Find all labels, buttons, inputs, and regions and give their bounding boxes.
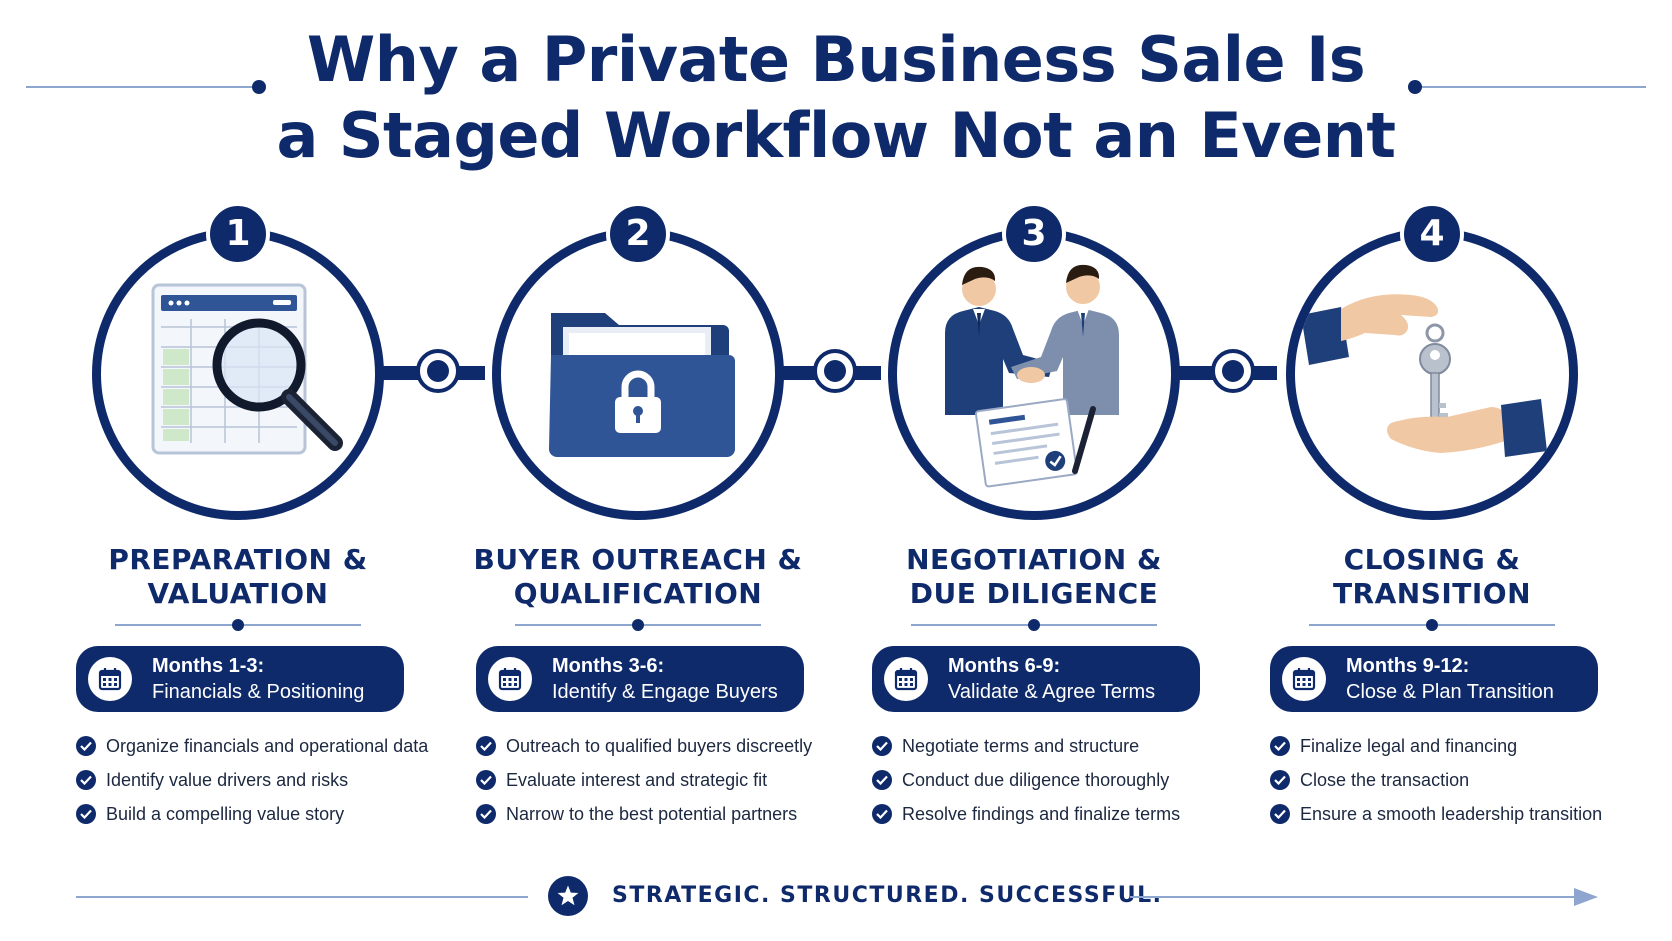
title-rule-right <box>1414 86 1646 88</box>
step-1-title: PREPARATION & VALUATION <box>48 543 428 611</box>
step-4-divider-dot <box>1426 619 1438 631</box>
check-icon <box>476 770 496 790</box>
step-3-bullet-list: Negotiate terms and structure Conduct du… <box>872 733 1272 835</box>
spreadsheet-magnifier-icon <box>151 283 343 455</box>
calendar-icon <box>1282 657 1326 701</box>
check-icon <box>872 736 892 756</box>
step-2-title: BUYER OUTREACH & QUALIFICATION <box>448 543 828 611</box>
step-1-divider-dot <box>232 619 244 631</box>
step-1-number-badge: 1 <box>206 202 270 266</box>
step-2-bullet-list: Outreach to qualified buyers discreetly … <box>476 733 876 835</box>
key-handover-icon <box>1301 294 1547 457</box>
list-item: Negotiate terms and structure <box>872 733 1272 767</box>
check-icon <box>76 736 96 756</box>
step-1-timeframe-pill: Months 1-3: Financials & Positioning <box>76 646 404 712</box>
bullet-text: Build a compelling value story <box>106 804 345 824</box>
footer-tagline: STRATEGIC. STRUCTURED. SUCCESSFUL. <box>612 883 1163 908</box>
bullet-text: Resolve findings and finalize terms <box>902 804 1181 824</box>
page-title: Why a Private Business Sale Is a Staged … <box>0 22 1672 174</box>
step-3-circle <box>888 228 1180 520</box>
step-4-title: CLOSING & TRANSITION <box>1242 543 1622 611</box>
bullet-text: Narrow to the best potential partners <box>506 804 798 824</box>
calendar-icon <box>488 657 532 701</box>
check-icon <box>476 736 496 756</box>
list-item: Organize financials and operational data <box>76 733 476 767</box>
title-rule-dot-right <box>1408 80 1422 94</box>
bullet-text: Negotiate terms and structure <box>902 736 1140 756</box>
step-3-title-line-1: NEGOTIATION & <box>906 543 1162 576</box>
handshake-contract-icon <box>945 264 1119 488</box>
step-3-title-line-2: DUE DILIGENCE <box>909 577 1159 610</box>
page-title-line-2: a Staged Workflow Not an Event <box>276 99 1396 172</box>
step-4-timeframe-desc: Close & Plan Transition <box>1346 681 1554 703</box>
page-title-line-1: Why a Private Business Sale Is <box>306 23 1366 96</box>
step-4-months: Months 9-12: <box>1346 655 1470 677</box>
check-icon <box>1270 770 1290 790</box>
footer-rule-left <box>76 896 528 898</box>
list-item: Identify value drivers and risks <box>76 767 476 801</box>
list-item: Evaluate interest and strategic fit <box>476 767 876 801</box>
step-2-title-line-1: BUYER OUTREACH & <box>473 543 803 576</box>
list-item: Build a compelling value story <box>76 801 476 835</box>
step-4-bullet-list: Finalize legal and financing Close the t… <box>1270 733 1670 835</box>
locked-folder-icon <box>549 313 735 457</box>
connector-node-2 <box>813 349 857 393</box>
bullet-text: Finalize legal and financing <box>1300 736 1518 756</box>
step-4-number-badge: 4 <box>1400 202 1464 266</box>
bullet-text: Close the transaction <box>1300 770 1470 790</box>
bullet-text: Outreach to qualified buyers discreetly <box>506 736 813 756</box>
star-icon <box>548 876 588 916</box>
step-1-title-line-1: PREPARATION & <box>108 543 368 576</box>
title-rule-dot-left <box>252 80 266 94</box>
step-3-number-badge: 3 <box>1002 202 1066 266</box>
step-3-timeframe-pill: Months 6-9: Validate & Agree Terms <box>872 646 1200 712</box>
bullet-text: Evaluate interest and strategic fit <box>506 770 768 790</box>
list-item: Resolve findings and finalize terms <box>872 801 1272 835</box>
bullet-text: Organize financials and operational data <box>106 736 429 756</box>
list-item: Close the transaction <box>1270 767 1670 801</box>
check-icon <box>1270 804 1290 824</box>
step-2-circle <box>492 228 784 520</box>
list-item: Ensure a smooth leadership transition <box>1270 801 1670 835</box>
step-1-bullet-list: Organize financials and operational data… <box>76 733 476 835</box>
step-4-title-line-1: CLOSING & <box>1343 543 1521 576</box>
list-item: Finalize legal and financing <box>1270 733 1670 767</box>
step-1-timeframe-desc: Financials & Positioning <box>152 681 365 703</box>
step-2-timeframe-pill: Months 3-6: Identify & Engage Buyers <box>476 646 804 712</box>
list-item: Conduct due diligence thoroughly <box>872 767 1272 801</box>
check-icon <box>1270 736 1290 756</box>
bullet-text: Ensure a smooth leadership transition <box>1300 804 1603 824</box>
step-2-months: Months 3-6: <box>552 655 665 677</box>
step-1-months: Months 1-3: <box>152 655 265 677</box>
check-icon <box>872 804 892 824</box>
step-1-circle <box>92 228 384 520</box>
list-item: Outreach to qualified buyers discreetly <box>476 733 876 767</box>
calendar-icon <box>884 657 928 701</box>
arrow-right-icon <box>1574 888 1598 906</box>
connector-node-3 <box>1211 349 1255 393</box>
bullet-text: Conduct due diligence thoroughly <box>902 770 1170 790</box>
step-3-months: Months 6-9: <box>948 655 1061 677</box>
step-2-number-badge: 2 <box>606 202 670 266</box>
calendar-icon <box>88 657 132 701</box>
footer-rule-right <box>1130 896 1580 898</box>
step-2-title-line-2: QUALIFICATION <box>513 577 763 610</box>
bullet-text: Identify value drivers and risks <box>106 770 349 790</box>
step-4-title-line-2: TRANSITION <box>1332 577 1532 610</box>
check-icon <box>476 804 496 824</box>
title-rule-left <box>26 86 258 88</box>
step-3-timeframe-desc: Validate & Agree Terms <box>948 681 1156 703</box>
step-4-circle <box>1286 228 1578 520</box>
check-icon <box>76 804 96 824</box>
check-icon <box>76 770 96 790</box>
step-2-divider-dot <box>632 619 644 631</box>
step-1-title-line-2: VALUATION <box>147 577 329 610</box>
list-item: Narrow to the best potential partners <box>476 801 876 835</box>
step-2-timeframe-desc: Identify & Engage Buyers <box>552 681 778 703</box>
connector-node-1 <box>416 349 460 393</box>
step-3-divider-dot <box>1028 619 1040 631</box>
check-icon <box>872 770 892 790</box>
step-3-title: NEGOTIATION & DUE DILIGENCE <box>844 543 1224 611</box>
step-4-timeframe-pill: Months 9-12: Close & Plan Transition <box>1270 646 1598 712</box>
